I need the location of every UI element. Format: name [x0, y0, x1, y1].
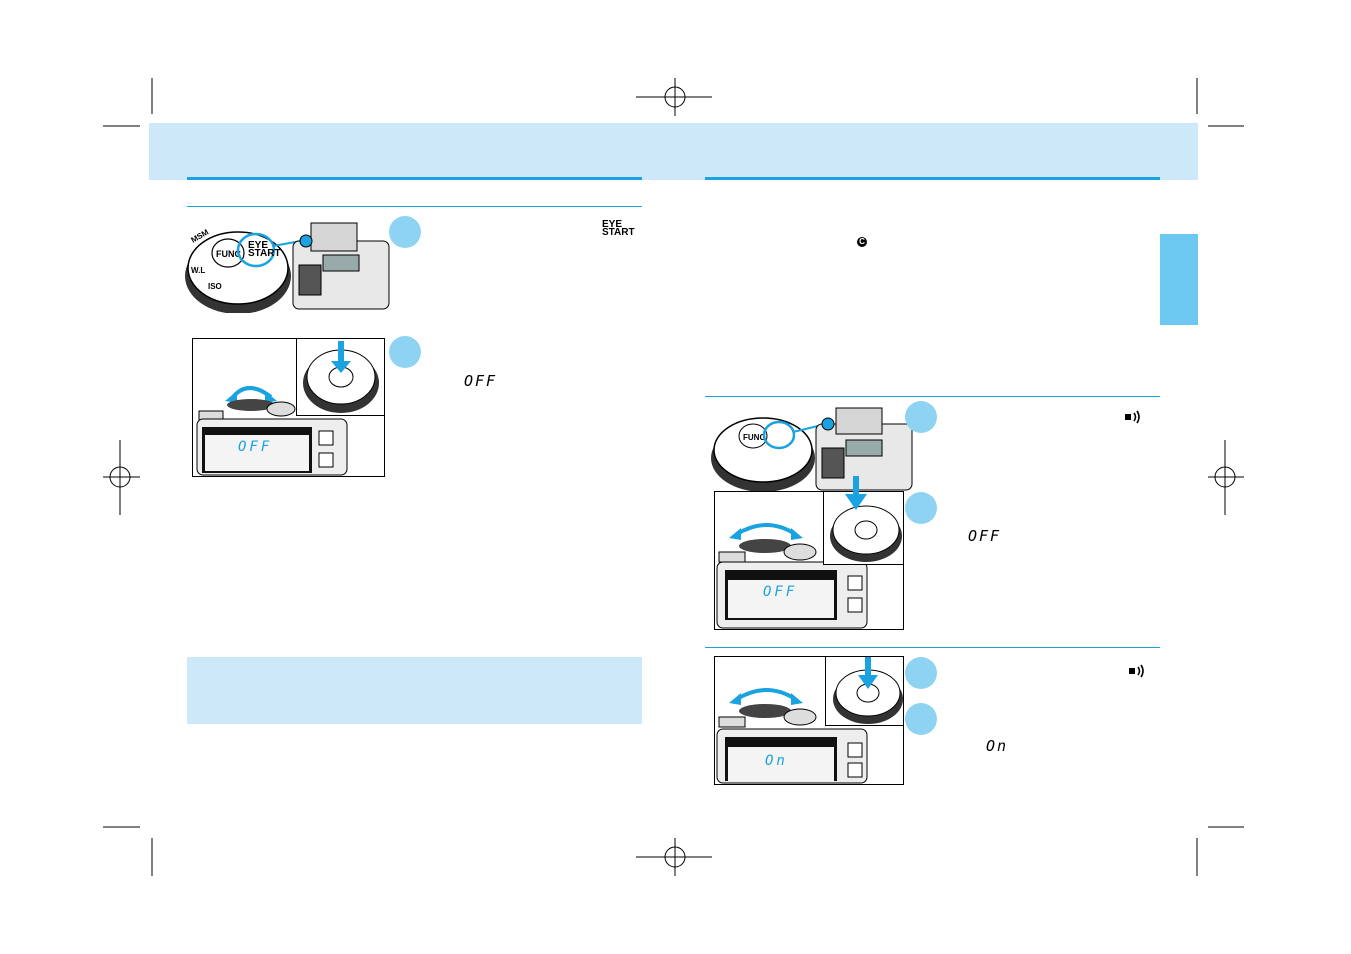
right-section-rule-1 [705, 396, 1160, 397]
step-marker-2 [389, 336, 421, 368]
step-marker-1 [389, 216, 421, 248]
dial-highlight-label: EYE START [248, 240, 281, 259]
svg-text:ISO: ISO [208, 282, 222, 291]
custom-function-symbol: C [857, 237, 867, 247]
dial-inset-2 [823, 492, 903, 565]
press-arrow-1 [845, 476, 867, 510]
display-reference-off-2: OFF [968, 527, 1002, 545]
beep-dial-illustration: FUNC [711, 407, 913, 492]
eye-start-symbol: EYE START [602, 219, 635, 238]
step-marker-5 [905, 657, 937, 689]
header-band [149, 123, 1198, 180]
lcd-display-value-2: OFF [763, 584, 798, 600]
step-marker-3 [905, 401, 937, 433]
lcd-illustration-frame-2: OFF [714, 491, 904, 630]
camera-top-drawing [196, 386, 348, 476]
lcd-display-value: OFF [238, 439, 273, 455]
right-heading-rule [705, 177, 1160, 180]
function-dial-illustration: FUNC MSM W.L ISO [185, 222, 390, 313]
dial-inset-3 [825, 657, 903, 726]
display-reference-on: On [986, 737, 1009, 755]
dial-center-label: FUNC [743, 433, 765, 442]
svg-text:W.L: W.L [191, 266, 205, 275]
right-section-rule-2 [705, 647, 1160, 648]
note-box [187, 657, 642, 724]
lcd-display-value-3: On [765, 753, 788, 769]
chapter-tab [1160, 234, 1198, 325]
beep-icon [1125, 410, 1140, 424]
lcd-illustration-frame-3: On [714, 656, 904, 785]
svg-text:FUNC: FUNC [216, 249, 241, 259]
beep-icon-2 [1129, 664, 1144, 678]
left-heading-rule [187, 177, 642, 180]
lcd-illustration-frame: OFF [192, 338, 385, 477]
step-marker-6 [905, 703, 937, 735]
left-section-rule [187, 206, 642, 207]
dial-inset [296, 339, 384, 416]
step-marker-4 [905, 492, 937, 524]
display-reference-off: OFF [464, 372, 498, 390]
